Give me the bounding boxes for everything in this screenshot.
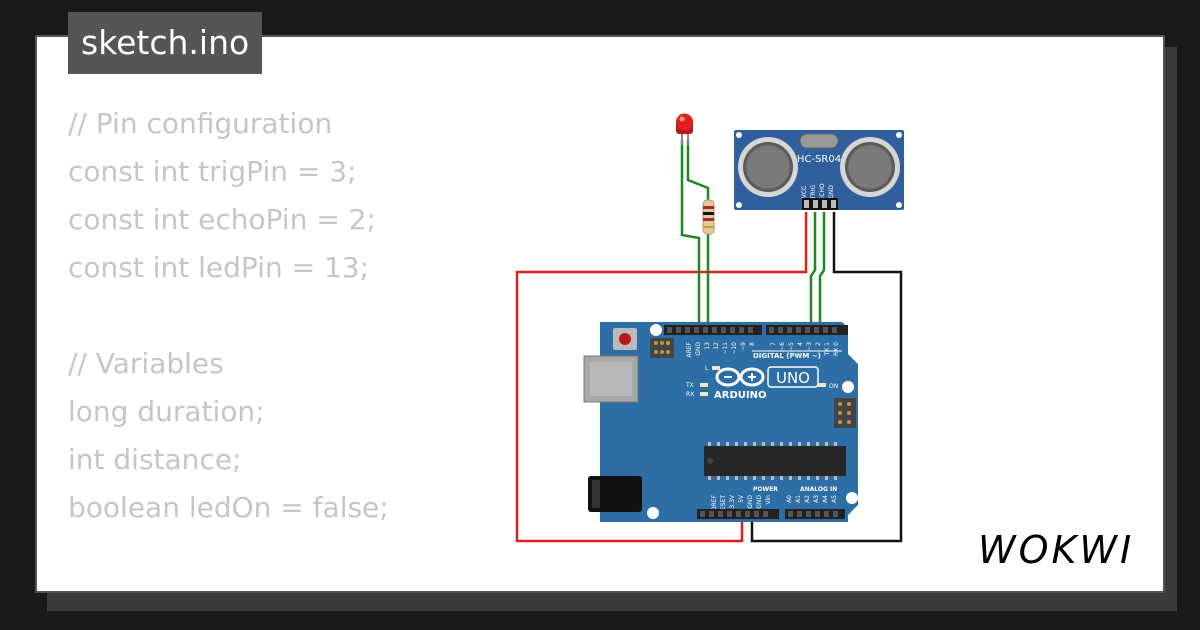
pin-label: A0 — [786, 495, 793, 503]
wires — [515, 140, 903, 543]
pin-label: 5V — [738, 494, 745, 503]
digital-header-label: DIGITAL (PWM ~) — [753, 352, 821, 360]
tx-led-label: TX — [685, 382, 694, 389]
arduino-wordmark: ARDUINO — [714, 390, 766, 401]
code-preview: // Pin configuration const int trigPin =… — [68, 100, 389, 591]
led — [676, 113, 693, 145]
pin-label: ~6 — [779, 342, 786, 351]
power-header-label: POWER — [753, 486, 778, 493]
pin-label: ~10 — [731, 342, 738, 355]
pin-label: A1 — [795, 495, 802, 503]
wire-gnd — [750, 212, 903, 543]
code-line: // Pin configuration — [68, 107, 333, 140]
pin-label: A3 — [813, 495, 820, 503]
preview-card: // Pin configuration const int trigPin =… — [35, 35, 1165, 593]
pin-label: A5 — [831, 495, 838, 503]
rx-led-label: RX — [686, 391, 694, 398]
code-line: int distance; — [68, 443, 242, 476]
pin-label: A4 — [822, 495, 829, 503]
pin-label: 13 — [704, 342, 711, 350]
board-model-label: UNO — [776, 369, 810, 387]
pin-label: 4 — [797, 342, 804, 346]
ultrasonic-sensor: HC-SR04 VCC TRIG ECHO GND — [734, 130, 904, 210]
sensor-pin-echo: ECHO — [819, 183, 826, 200]
sensor-pin-vcc: VCC — [801, 186, 808, 198]
sensor-label: HC-SR04 — [797, 154, 841, 165]
pin-label: ~3 — [806, 342, 813, 351]
pin-label: IOREF — [711, 494, 718, 512]
pin-label: AREF — [686, 341, 693, 357]
pin-label: 8 — [749, 342, 756, 346]
pin-label: ~11 — [722, 342, 729, 355]
arduino-logo-icon — [715, 367, 765, 387]
code-line: const int echoPin = 2; — [68, 203, 376, 236]
pin-label: GND — [756, 495, 763, 509]
analog-header-label: ANALOG IN — [800, 486, 837, 493]
code-line: long duration; — [68, 395, 265, 428]
code-line: boolean ledOn = false; — [68, 491, 389, 524]
pin-label: ~5 — [788, 342, 795, 351]
wire-led-anode — [680, 140, 701, 330]
file-name-tab: sketch.ino — [68, 12, 263, 74]
wire-vcc — [515, 212, 808, 543]
pin-label: 2 — [815, 342, 822, 346]
pin-label: 3.3V — [729, 494, 736, 509]
pin-label: GND — [695, 342, 702, 356]
pin-label: Vin — [765, 495, 772, 505]
pin-label: ~9 — [740, 342, 747, 351]
code-line: void setup() { — [68, 580, 389, 591]
sensor-pin-gnd: GND — [828, 185, 835, 199]
on-led-label: ON — [829, 383, 838, 390]
code-line: const int ledPin = 13; — [68, 251, 370, 284]
wire-echo — [818, 212, 826, 330]
pin-label: RESET — [720, 495, 727, 515]
pin-label: 7 — [770, 342, 777, 346]
pin-label: TX 1 — [824, 342, 831, 357]
arduino-board: AREF GND 13 12 ~11 ~10 ~9 8 7 ~6 ~5 4 ~3… — [583, 322, 858, 522]
wokwi-logo: WOKWI — [978, 528, 1135, 572]
pin-label: GND — [747, 495, 754, 509]
code-line: const int trigPin = 3; — [68, 155, 357, 188]
pin-label: A2 — [804, 495, 811, 503]
resistor — [702, 199, 715, 235]
code-line: // Variables — [68, 347, 224, 380]
wire-trig — [809, 212, 817, 330]
pin-label: RX 0 — [833, 342, 840, 356]
wire-led-cathode — [686, 140, 710, 330]
l-led-label: L — [705, 365, 709, 372]
sensor-pin-trig: TRIG — [810, 185, 817, 201]
pin-label: 12 — [713, 342, 720, 350]
